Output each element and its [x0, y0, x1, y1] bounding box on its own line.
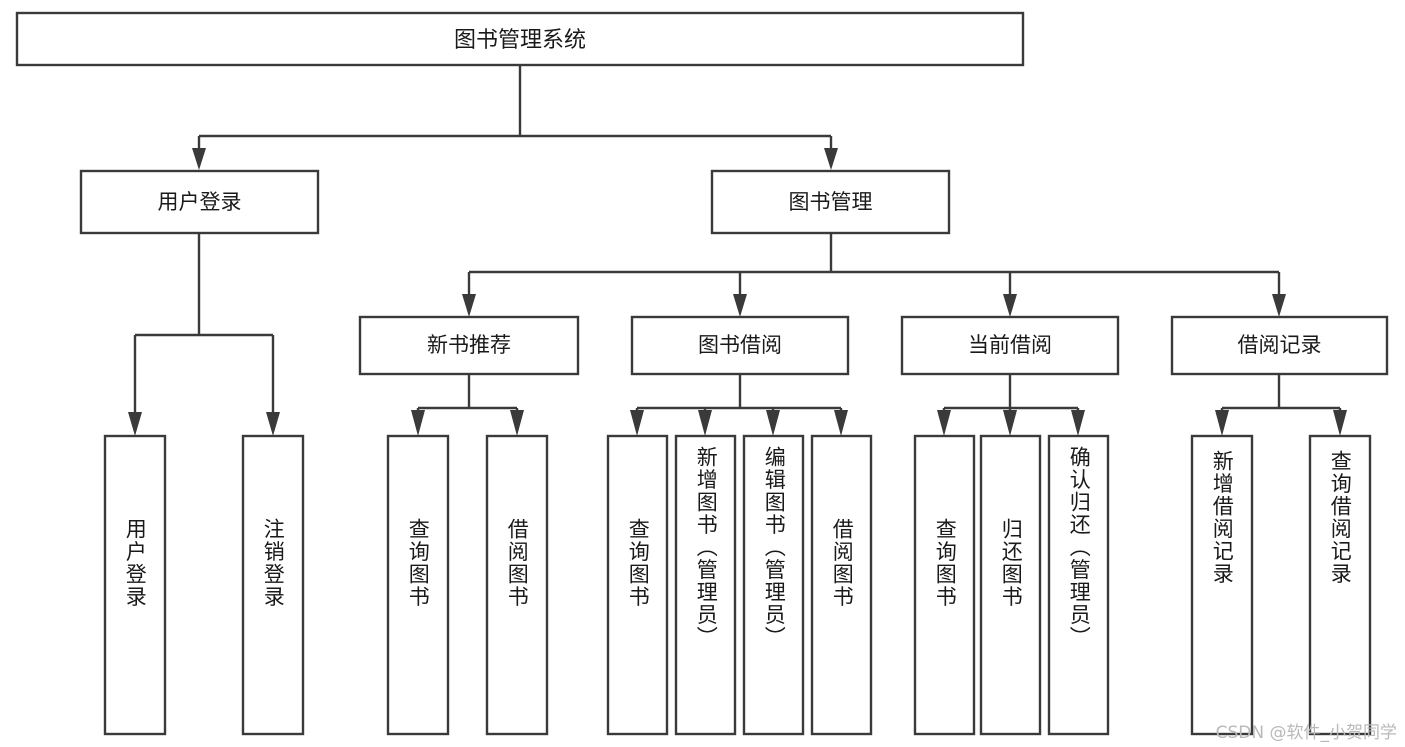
node-current-borrow-box[interactable] — [900, 315, 1120, 376]
arrow-to-book-manage — [824, 148, 838, 170]
node-leaf-user-login-box[interactable] — [103, 434, 167, 736]
arrow-to-leaf-user-logout — [266, 412, 280, 436]
arrow-to-current-borrow — [1003, 294, 1017, 317]
arrow-to-leaf-add-book — [698, 410, 712, 436]
arrow-to-leaf-query-book-1 — [411, 410, 425, 436]
node-root-label: 图书管理系统 — [454, 28, 586, 53]
arrow-to-book-borrow — [733, 294, 747, 317]
arrow-to-user-login — [192, 148, 206, 170]
arrow-to-leaf-add-record — [1215, 410, 1229, 436]
arrow-to-leaf-query-record — [1333, 410, 1347, 436]
node-leaf-edit-book-box[interactable] — [742, 434, 805, 736]
arrow-to-leaf-query-book-2 — [630, 410, 644, 436]
arrow-to-leaf-confirm-return — [1071, 410, 1085, 436]
node-new-book-recommend-label: 新书推荐 — [427, 333, 511, 357]
node-new-book-recommend-box[interactable] — [358, 315, 580, 376]
arrow-to-borrow-record — [1272, 294, 1286, 317]
arrow-to-leaf-user-login — [128, 412, 142, 436]
node-book-manage-box[interactable] — [710, 169, 951, 235]
node-leaf-add-record-box[interactable] — [1190, 434, 1254, 736]
node-boxes: 图书管理系统 用户登录 图书管理 新书推荐 图书借阅 当前借阅 借阅记录 — [15, 11, 1389, 736]
node-leaf-confirm-return-box[interactable] — [1047, 434, 1110, 736]
node-leaf-borrow-book-1-box[interactable] — [485, 434, 549, 736]
node-book-borrow-box[interactable] — [630, 315, 850, 376]
arrow-to-new-book-recommend — [462, 294, 476, 317]
node-borrow-record-box[interactable] — [1170, 315, 1389, 376]
node-book-borrow-label: 图书借阅 — [698, 333, 782, 357]
connectors — [128, 66, 1347, 436]
node-leaf-borrow-book-2-box[interactable] — [810, 434, 873, 736]
node-user-login-label: 用户登录 — [158, 190, 242, 214]
node-root-box[interactable] — [15, 11, 1025, 67]
node-leaf-add-book-box[interactable] — [674, 434, 737, 736]
arrow-to-leaf-borrow-book-1 — [510, 410, 524, 436]
arrow-to-leaf-query-book-3 — [937, 410, 951, 436]
node-book-manage-label: 图书管理 — [789, 190, 873, 214]
node-leaf-return-book-box[interactable] — [979, 434, 1042, 736]
node-leaf-query-book-3-box[interactable] — [913, 434, 976, 736]
node-user-login-box[interactable] — [79, 169, 320, 235]
arrow-to-leaf-borrow-book-2 — [834, 410, 848, 436]
node-leaf-query-record-box[interactable] — [1308, 434, 1372, 736]
node-borrow-record-label: 借阅记录 — [1238, 333, 1322, 357]
node-current-borrow-label: 当前借阅 — [968, 333, 1052, 357]
arrow-to-leaf-edit-book — [766, 410, 780, 436]
arrow-to-leaf-return-book — [1003, 410, 1017, 436]
node-leaf-query-book-1-box[interactable] — [386, 434, 450, 736]
node-leaf-query-book-2-box[interactable] — [606, 434, 669, 736]
node-leaf-user-logout-box[interactable] — [241, 434, 305, 736]
